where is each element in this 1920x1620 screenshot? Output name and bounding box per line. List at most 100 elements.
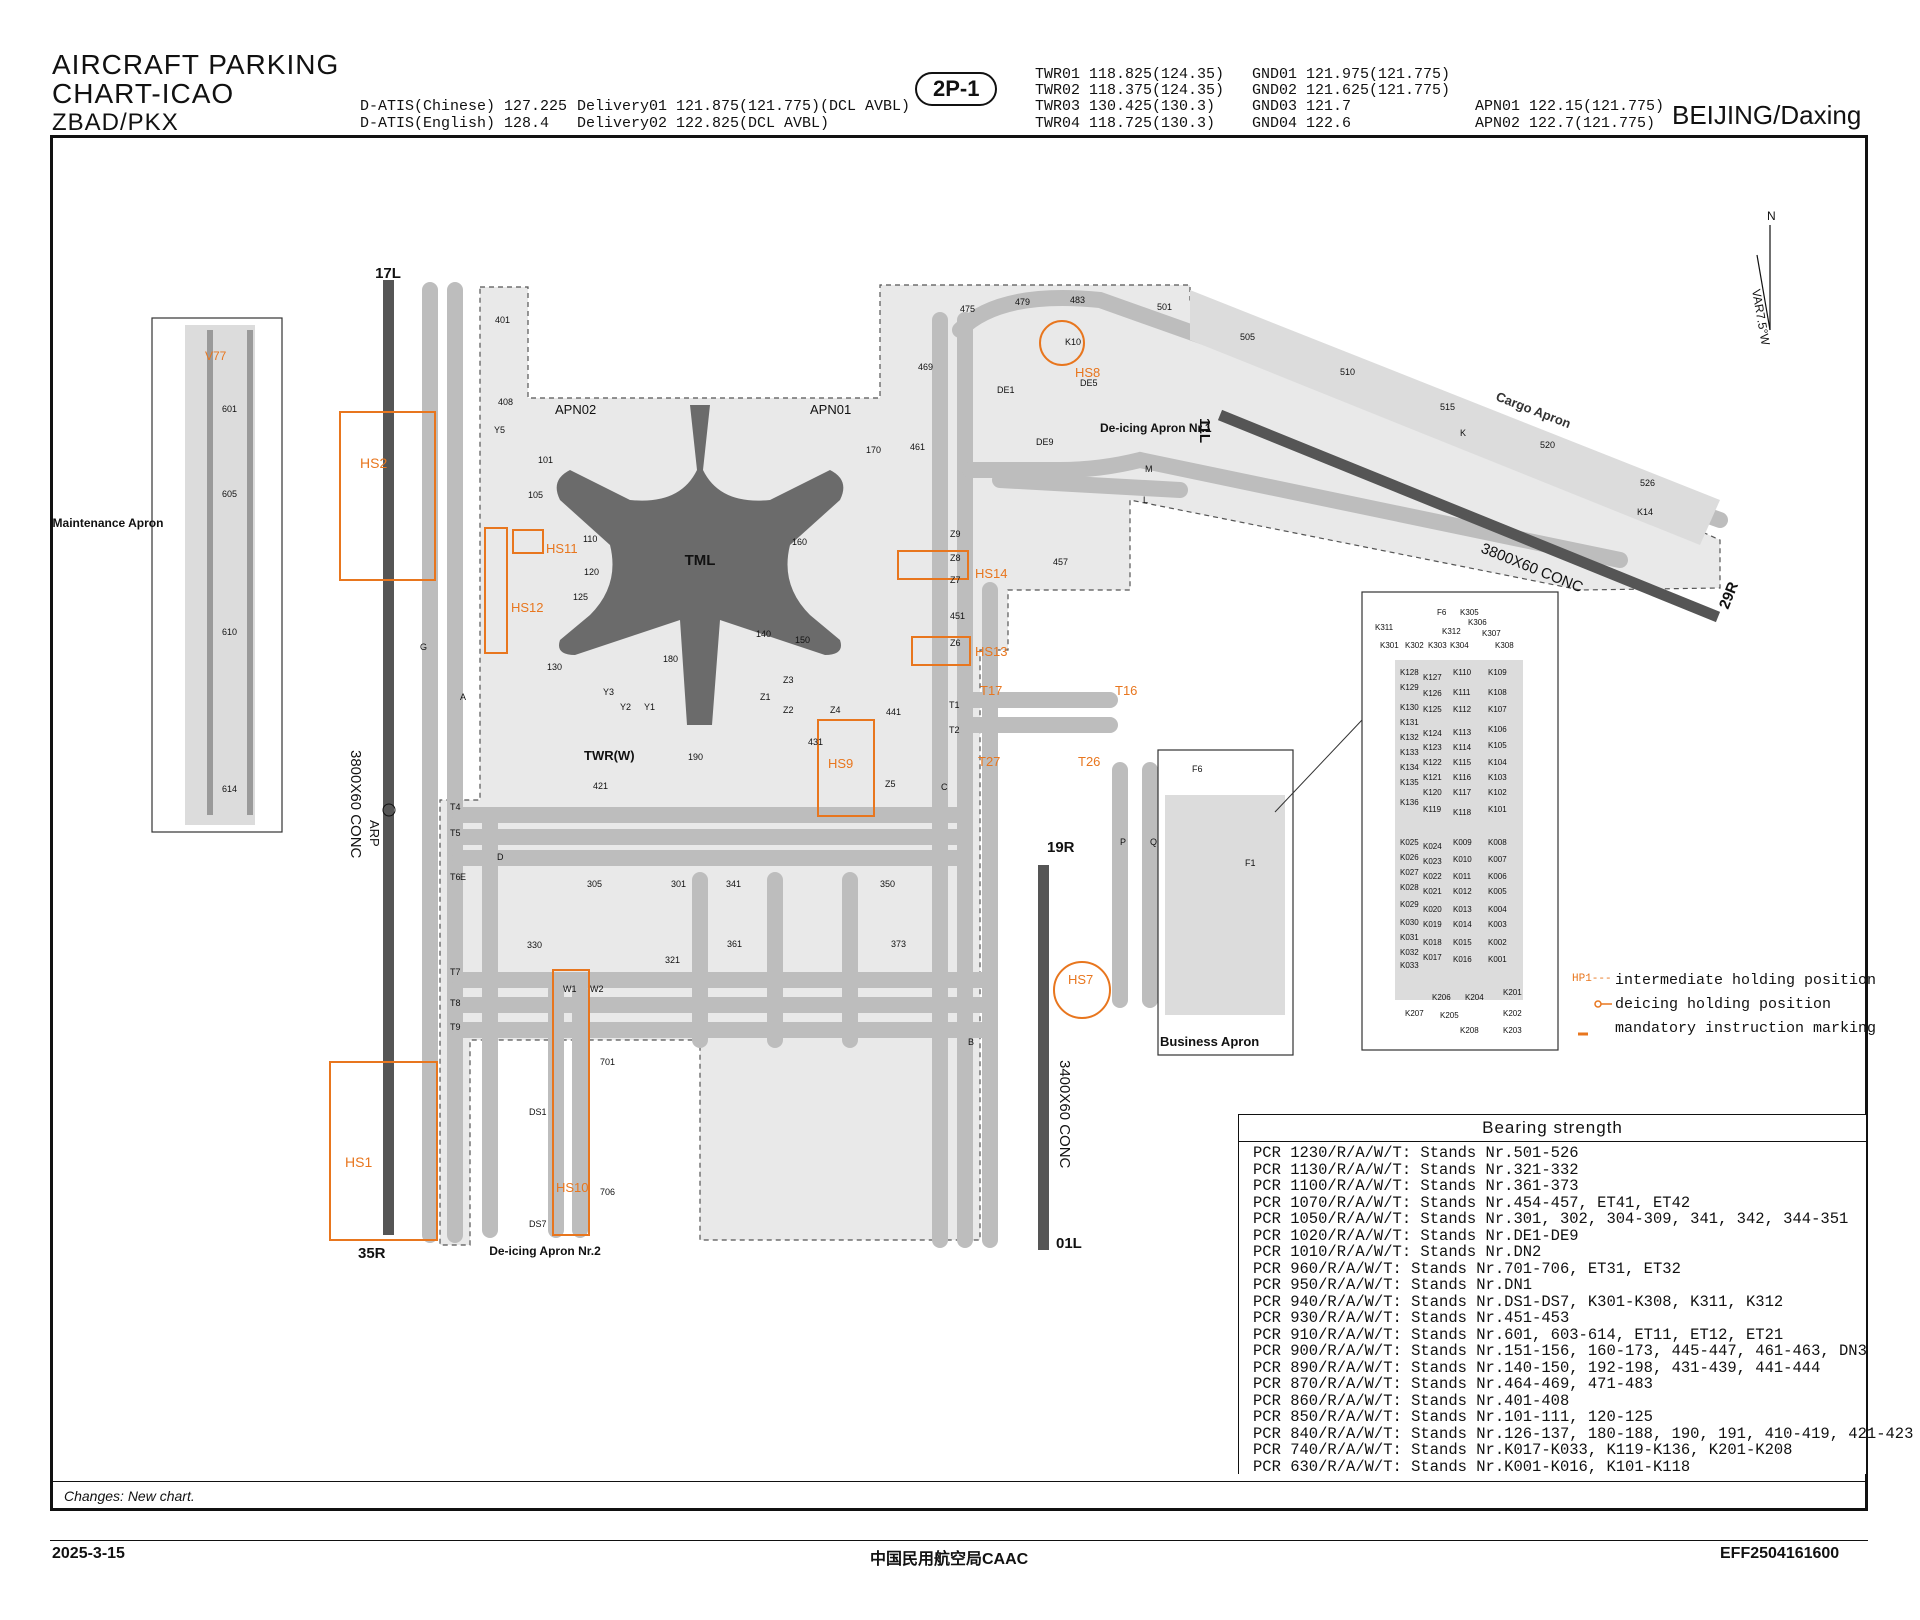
inset-stand: K203	[1503, 1026, 1522, 1035]
inset-stand: K026	[1400, 853, 1419, 862]
pcr-line: PCR 850/R/A/W/T: Stands Nr.101-111, 120-…	[1253, 1408, 1653, 1426]
inset-stand: K110	[1453, 668, 1472, 677]
hotspot-t16: T16	[1115, 683, 1137, 698]
pcr-line: PCR 1230/R/A/W/T: Stands Nr.501-526	[1253, 1144, 1579, 1162]
stand-labels: 501 505 510 515 520 526 475 479 483 101 …	[222, 295, 1655, 1229]
stand-label: 361	[727, 939, 742, 949]
twr-01: TWR01 118.825(124.35)	[1035, 66, 1225, 83]
chart-frame	[50, 135, 1868, 1511]
stand-label: 140	[756, 629, 771, 639]
arp-symbol	[382, 803, 396, 817]
inset-stand: K008	[1488, 838, 1507, 847]
inset-stand: K121	[1423, 773, 1442, 782]
inset-stand: K125	[1423, 705, 1442, 714]
inset-stand: K109	[1488, 668, 1507, 677]
inset-stand: K011	[1453, 872, 1472, 881]
hotspot-t26: T26	[1078, 754, 1100, 769]
pcr-line: PCR 860/R/A/W/T: Stands Nr.401-408	[1253, 1391, 1570, 1410]
inset-stand: K116	[1453, 773, 1472, 782]
stand-label: 125	[573, 592, 588, 602]
stand-label: 601	[222, 404, 237, 414]
maintenance-apron-surface	[185, 325, 255, 825]
inset-stand: K032	[1400, 948, 1419, 957]
inset-labels: K311 K301 K302 K303 K304 K128 K129 K130 …	[1375, 608, 1522, 1035]
stand-label: 421	[593, 781, 608, 791]
stand-label: 701	[600, 1057, 615, 1067]
inset-stand: K112	[1453, 705, 1472, 714]
taxiway-label: Z6	[950, 638, 961, 648]
stand-label: K10	[1065, 337, 1081, 347]
stand-label: 321	[665, 955, 680, 965]
runway-11l-label: 11L	[1196, 418, 1213, 443]
stand-label: 401	[495, 315, 510, 325]
stand-label: 515	[1440, 402, 1455, 412]
legend-deice-text: deicing holding position	[1615, 996, 1832, 1013]
stand-label: 373	[891, 939, 906, 949]
inset-stand: K304	[1450, 641, 1469, 650]
pcr-line: PCR 1100/R/A/W/T: Stands Nr.361-373	[1253, 1177, 1579, 1195]
taxiway-label: Z8	[950, 553, 961, 563]
variation-label: VAR7.5°W	[1749, 288, 1773, 347]
taxiway-label: W1	[563, 984, 577, 994]
atis-chinese: D-ATIS(Chinese) 127.225	[360, 98, 568, 115]
stand-label: 457	[1053, 557, 1068, 567]
cargo-apron-surface	[1190, 290, 1720, 545]
stand-label: 408	[498, 397, 513, 407]
runway-11l-29r	[1217, 409, 1721, 623]
inset-stand: K306	[1468, 618, 1487, 627]
delivery-01: Delivery01 121.875(121.775)(DCL AVBL)	[577, 98, 911, 115]
stand-label: 301	[671, 879, 686, 889]
inset-stand: K311	[1375, 623, 1394, 632]
taxiway-label: B	[968, 1037, 974, 1047]
taxiway-label: Z3	[783, 675, 794, 685]
airport-code: ZBAD/PKX	[52, 109, 179, 136]
pcr-line: PCR 1130/R/A/W/T: Stands Nr.321-332	[1253, 1160, 1579, 1179]
stand-label: 614	[222, 784, 237, 794]
stand-label: 120	[584, 567, 599, 577]
atis-english: D-ATIS(English) 128.4	[360, 115, 550, 132]
inset-stand: K308	[1495, 641, 1514, 650]
taxiway-label: Y5	[494, 425, 505, 435]
hotspot-hs11: HS11	[546, 541, 578, 556]
inset-stand: K012	[1453, 887, 1472, 896]
pcr-line: PCR 900/R/A/W/T: Stands Nr.151-156, 160-…	[1253, 1342, 1867, 1360]
inset-stand: K013	[1453, 905, 1472, 914]
hotspot-hs1: HS1	[345, 1154, 372, 1170]
inset-stand: K020	[1423, 905, 1442, 914]
taxiway-label: P	[1120, 837, 1126, 847]
runway-01l-label: 01L	[1056, 1235, 1082, 1252]
pcr-line: PCR 840/R/A/W/T: Stands Nr.126-137, 180-…	[1253, 1424, 1914, 1443]
stand-label: F6	[1192, 764, 1203, 774]
inset-stand: K101	[1488, 805, 1507, 814]
pcr-line: PCR 890/R/A/W/T: Stands Nr.140-150, 192-…	[1253, 1358, 1821, 1377]
stand-label: DE9	[1036, 437, 1054, 447]
gnd-04: GND04 122.6	[1252, 115, 1352, 132]
inset-stand: K031	[1400, 933, 1419, 942]
apn-02: APN02 122.7(121.775)	[1475, 115, 1656, 132]
business-apron-surface	[1165, 795, 1285, 1015]
inset-stand: K005	[1488, 887, 1507, 896]
inset-stand: K135	[1400, 778, 1419, 787]
taxiway-label: Z9	[950, 529, 961, 539]
stand-label: 461	[910, 442, 925, 452]
inset-stand: K204	[1465, 993, 1484, 1002]
pcr-line: PCR 870/R/A/W/T: Stands Nr.464-469, 471-…	[1253, 1375, 1653, 1393]
runway-19r-surface: 3400X60 CONC	[1056, 1060, 1073, 1169]
footer-divider	[50, 1540, 1868, 1541]
inset-stand: K117	[1453, 788, 1472, 797]
inset-stand: K027	[1400, 868, 1419, 877]
inset-stand: K017	[1423, 953, 1442, 962]
pcr-line: PCR 910/R/A/W/T: Stands Nr.601, 603-614,…	[1253, 1325, 1784, 1344]
inset-stand: K105	[1488, 741, 1507, 750]
inset-stand: K132	[1400, 733, 1419, 742]
stand-label: 150	[795, 635, 810, 645]
inset-stand: K022	[1423, 872, 1442, 881]
pcr-line: PCR 950/R/A/W/T: Stands Nr.DN1	[1253, 1276, 1533, 1294]
footer-code: EFF2504161600	[1720, 1545, 1840, 1562]
inset-stand: K128	[1400, 668, 1419, 677]
taxiway-label: Y2	[620, 702, 631, 712]
footer-authority: 中国民用航空局CAAC	[870, 1551, 1029, 1568]
inset-stand: K003	[1488, 920, 1507, 929]
stand-label: DE5	[1080, 378, 1098, 388]
stand-label: 110	[583, 534, 597, 544]
